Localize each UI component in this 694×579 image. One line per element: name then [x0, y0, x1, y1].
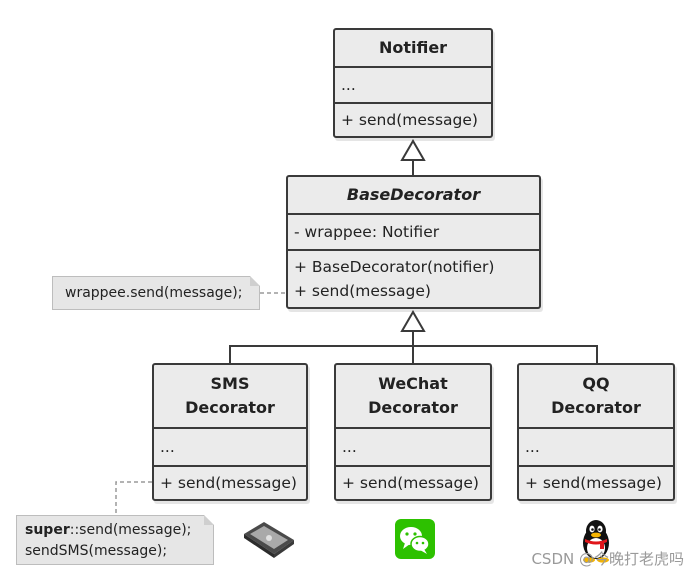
wechat-decorator-class-box: WeChat Decorator ... + send(message) [334, 363, 492, 501]
note-fold-base [250, 276, 260, 286]
note-connector-sms [115, 481, 152, 515]
notifier-method-send: + send(message) [335, 102, 491, 136]
qq-decorator-title-line2: Decorator [551, 398, 641, 417]
wechat-decorator-method-send: + send(message) [336, 465, 490, 499]
note-fold-sms [204, 515, 214, 525]
notifier-class-box: Notifier ... + send(message) [333, 28, 493, 138]
base-decorator-class-box: BaseDecorator - wrappee: Notifier + Base… [286, 175, 541, 309]
wechat-icon [395, 519, 435, 559]
sms-decorator-method-send: + send(message) [154, 465, 306, 499]
qq-decorator-fields: ... [519, 427, 673, 465]
note-sms-super-keyword: super [25, 522, 70, 538]
qq-decorator-title: QQ Decorator [519, 365, 673, 427]
note-sms-send-line2: sendSMS(message); [25, 543, 168, 559]
note-base-send: wrappee.send(message); [52, 276, 260, 310]
inheritance-arrow-base [400, 310, 426, 332]
qq-penguin-icon [583, 520, 609, 563]
wechat-decorator-title-line2: Decorator [368, 398, 458, 417]
wechat-decorator-title-line1: WeChat [378, 374, 448, 393]
note-sms-send-line1: super::send(message); [25, 520, 213, 541]
base-decorator-title: BaseDecorator [346, 185, 481, 204]
qq-decorator-method-send: + send(message) [519, 465, 673, 499]
sms-decorator-title: SMS Decorator [154, 365, 306, 427]
notifier-fields: ... [335, 66, 491, 102]
base-decorator-field-wrappee: - wrappee: Notifier [288, 213, 539, 249]
qq-decorator-title-line1: QQ [582, 374, 610, 393]
note-sms-send: super::send(message); sendSMS(message); [16, 515, 214, 565]
base-decorator-method-send: + send(message) [294, 282, 431, 300]
watermark: CSDN @今晚打老虎吗 [531, 550, 684, 568]
sms-decorator-title-line1: SMS [210, 374, 250, 393]
phone-icon [244, 522, 294, 558]
qq-decorator-class-box: QQ Decorator ... + send(message) [517, 363, 675, 501]
inheritance-arrow-notifier [400, 139, 426, 161]
notifier-title: Notifier [378, 38, 448, 57]
note-base-send-text: wrappee.send(message); [65, 285, 243, 301]
sms-decorator-fields: ... [154, 427, 306, 465]
sms-decorator-title-line2: Decorator [185, 398, 275, 417]
base-decorator-method-constructor: + BaseDecorator(notifier) [294, 258, 495, 276]
wechat-decorator-title: WeChat Decorator [336, 365, 490, 427]
sms-decorator-class-box: SMS Decorator ... + send(message) [152, 363, 308, 501]
wechat-decorator-fields: ... [336, 427, 490, 465]
base-decorator-methods: + BaseDecorator(notifier) + send(message… [288, 249, 539, 307]
note-sms-send-call: ::send(message); [69, 522, 192, 538]
